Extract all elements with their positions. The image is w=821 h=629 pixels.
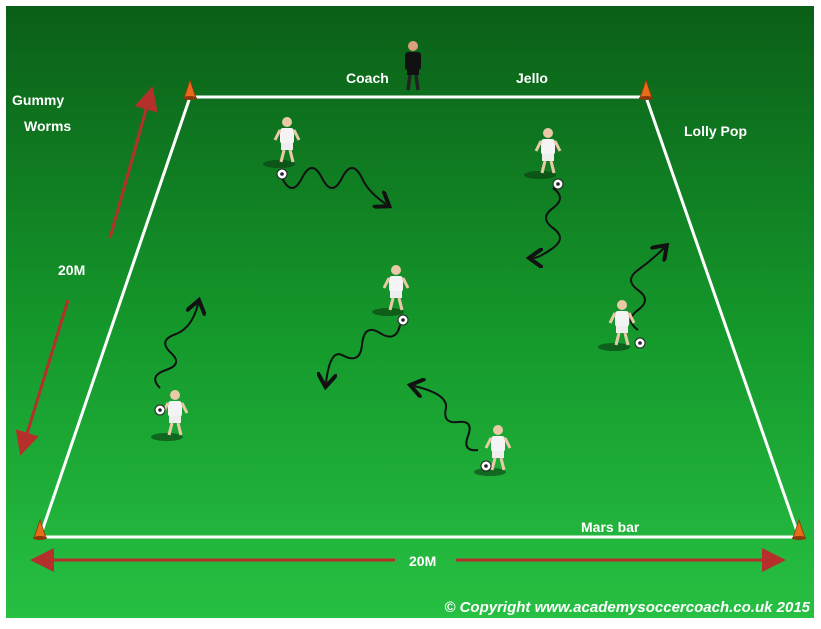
- ball-6: [481, 461, 491, 471]
- bottom-dimension-label: 20M: [409, 553, 436, 569]
- label-coach: Coach: [346, 70, 389, 86]
- ball-5: [155, 405, 165, 415]
- label-lolly-pop: Lolly Pop: [684, 123, 747, 139]
- label-mars-bar: Mars bar: [581, 519, 640, 535]
- label-gummy-worms-1: Gummy: [12, 92, 64, 108]
- label-jello: Jello: [516, 70, 548, 86]
- ball-2: [553, 179, 563, 189]
- copyright-text: © Copyright www.academysoccercoach.co.uk…: [444, 599, 810, 616]
- ball-4: [635, 338, 645, 348]
- ball-1: [277, 169, 287, 179]
- side-dimension-label: 20M: [58, 262, 85, 278]
- label-gummy-worms-2: Worms: [24, 118, 71, 134]
- ball-3: [398, 315, 408, 325]
